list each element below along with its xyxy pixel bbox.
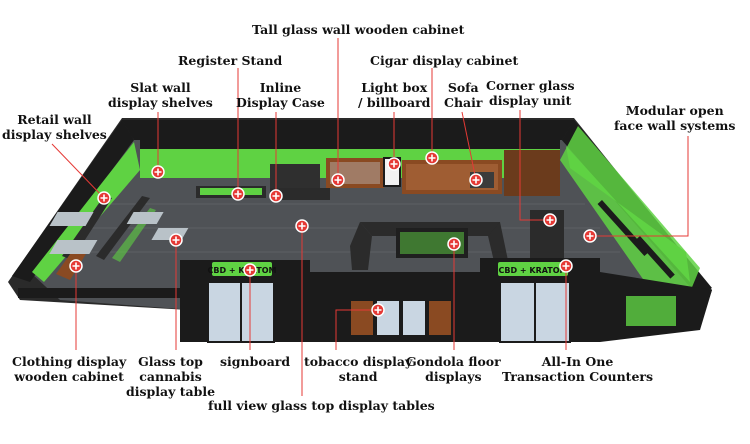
inline-display-case-shape <box>196 186 330 200</box>
label-register-stand: Register Stand <box>178 53 282 68</box>
target-marker-light-box-billboard <box>388 158 400 170</box>
target-marker-tall-glass-wall-wooden-cabinet <box>332 174 344 186</box>
label-cigar-display-cabinet: Cigar display cabinet <box>370 53 518 68</box>
target-marker-corner-glass-display-unit <box>544 214 556 226</box>
target-marker-all-in-one-transaction-counters <box>560 260 572 272</box>
target-marker-inline-display-case <box>270 190 282 202</box>
back-wall <box>122 120 574 140</box>
target-marker-register-stand <box>232 188 244 200</box>
target-marker-tobacco-display-stand <box>372 304 384 316</box>
label-full-view-glass-top-display-tables: full view glass top display tables <box>208 398 435 413</box>
target-marker-signboard <box>244 264 256 276</box>
target-marker-retail-wall-display-shelves <box>98 192 110 204</box>
label-signboard: signboard <box>220 354 290 369</box>
target-marker-cigar-display-cabinet <box>426 152 438 164</box>
signboard-text-left: CBD + KRATOM <box>207 266 276 275</box>
target-marker-glass-top-cannabis-display-table <box>170 234 182 246</box>
back-wall-black-header <box>140 140 560 149</box>
target-marker-sofa-chair <box>470 174 482 186</box>
target-marker-clothing-display-wooden-cabinet <box>70 260 82 272</box>
label-light-box-billboard: Light box/ billboard <box>358 80 430 110</box>
target-marker-modular-open-face-wall-systems <box>584 230 596 242</box>
signboard-text-right: CBD + KRATOM <box>498 266 567 275</box>
label-tall-glass-wall-wooden-cabinet: Tall glass wall wooden cabinet <box>252 22 464 37</box>
target-marker-gondola-floor-displays <box>448 238 460 250</box>
target-marker-slat-wall-display-shelves <box>152 166 164 178</box>
corner-glass-display-unit-shape <box>504 150 560 196</box>
target-marker-full-view-glass-top-display-tables <box>296 220 308 232</box>
